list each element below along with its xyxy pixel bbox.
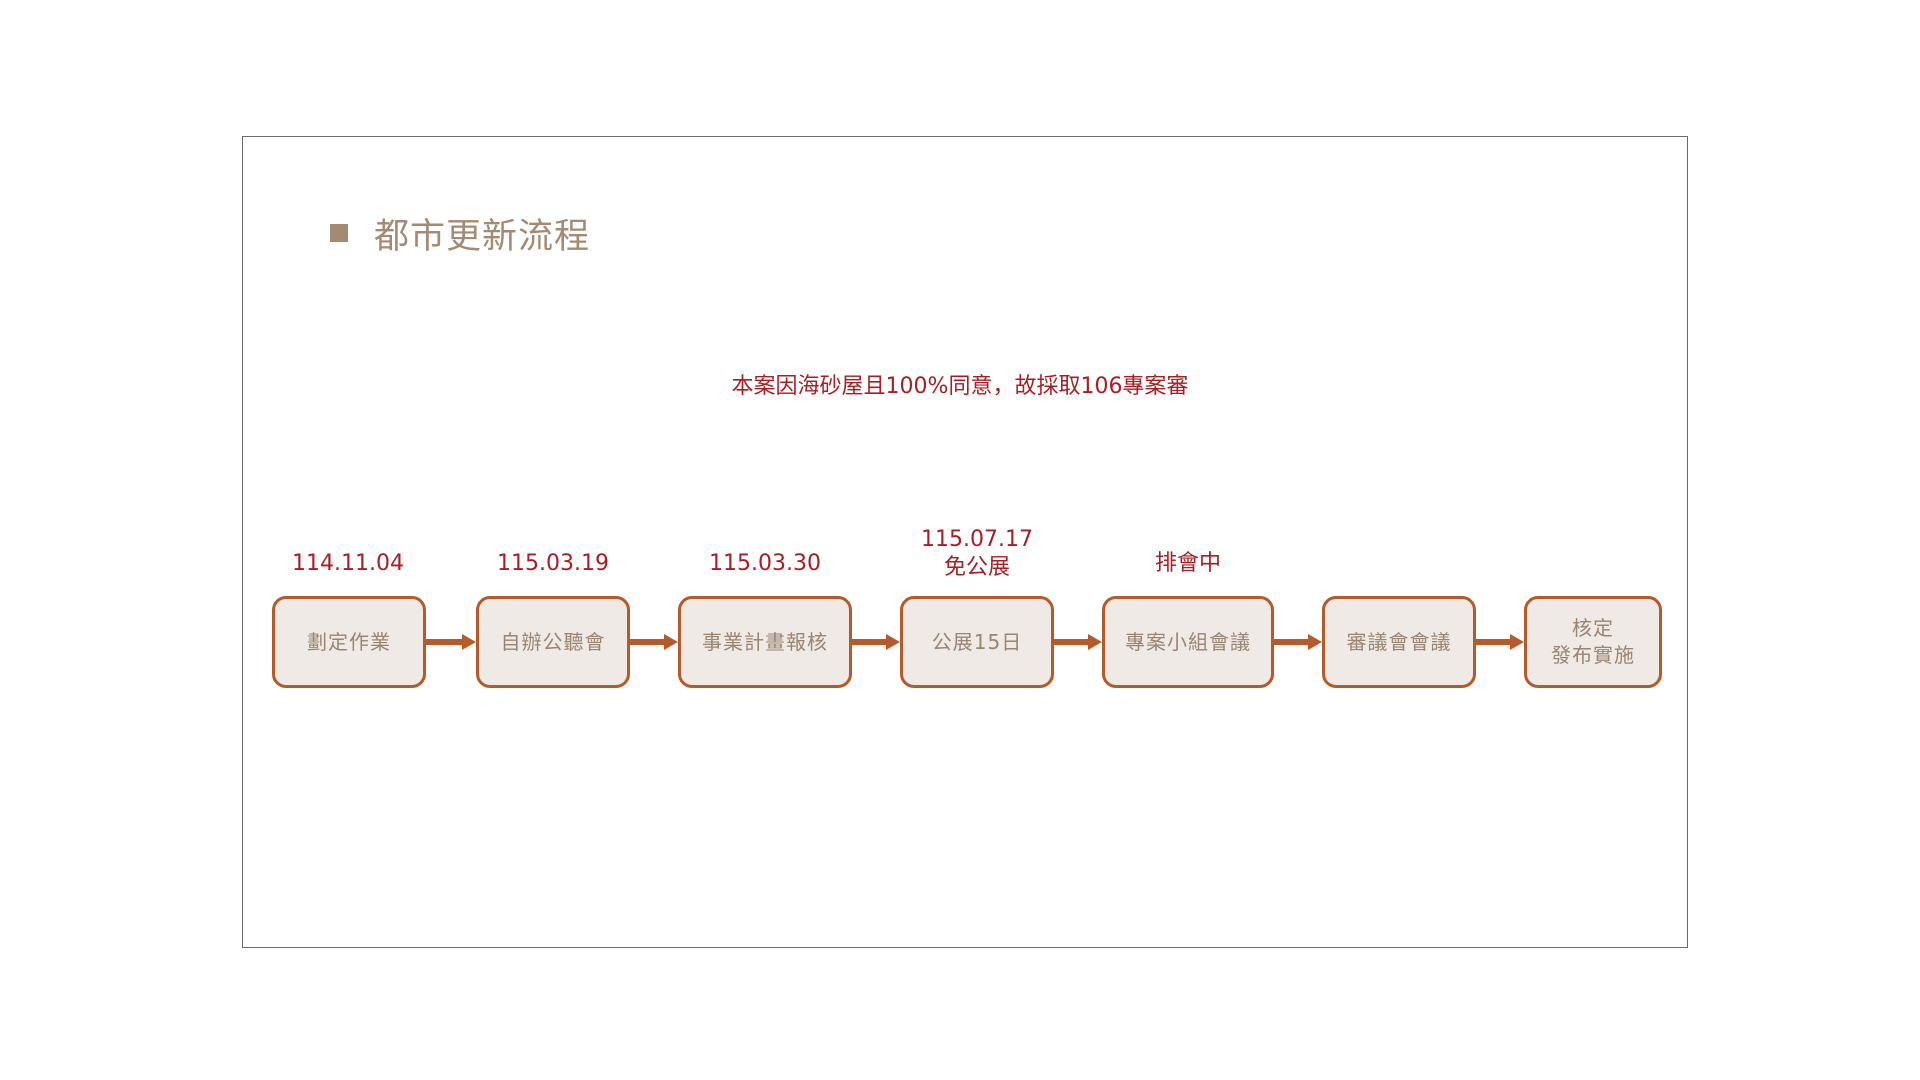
step-date-5: 排會中 [1154,551,1221,576]
arrow-right-icon [630,634,678,650]
step-label-5: 專案小組會議 [1125,629,1251,654]
step-label-1: 劃定作業 [307,629,391,654]
step-date-1: 114.11.04 [292,551,404,576]
step-label-3: 事業計畫報核 [702,629,828,654]
arrow-right-icon [1476,634,1524,650]
process-note: 本案因海砂屋且100%同意，故採取106專案審 [731,374,1189,399]
step-date-2: 115.03.19 [497,551,609,576]
arrow-right-icon [426,634,476,650]
step-label-6: 審議會會議 [1346,629,1452,654]
step-date-3: 115.03.30 [709,551,821,576]
slide-frame [242,136,1688,948]
process-step-6: 審議會會議 [1322,596,1476,688]
process-step-5: 專案小組會議 [1102,596,1274,688]
step-label-7: 核定 發布實施 [1551,616,1635,667]
arrow-right-icon [852,634,900,650]
arrow-right-icon [1054,634,1102,650]
page-title: 都市更新流程 [374,216,591,257]
step-label-4: 公展15日 [931,629,1023,654]
step-label-2: 自辦公聽會 [500,629,606,654]
process-step-3: 事業計畫報核 [678,596,852,688]
step-date-4: 115.07.17 免公展 [921,527,1033,580]
arrow-right-icon [1274,634,1322,650]
process-step-1: 劃定作業 [272,596,426,688]
process-step-2: 自辦公聽會 [476,596,630,688]
square-bullet-icon [330,224,348,242]
process-step-4: 公展15日 [900,596,1054,688]
process-step-7: 核定 發布實施 [1524,596,1662,688]
title-row: 都市更新流程 [330,210,591,257]
